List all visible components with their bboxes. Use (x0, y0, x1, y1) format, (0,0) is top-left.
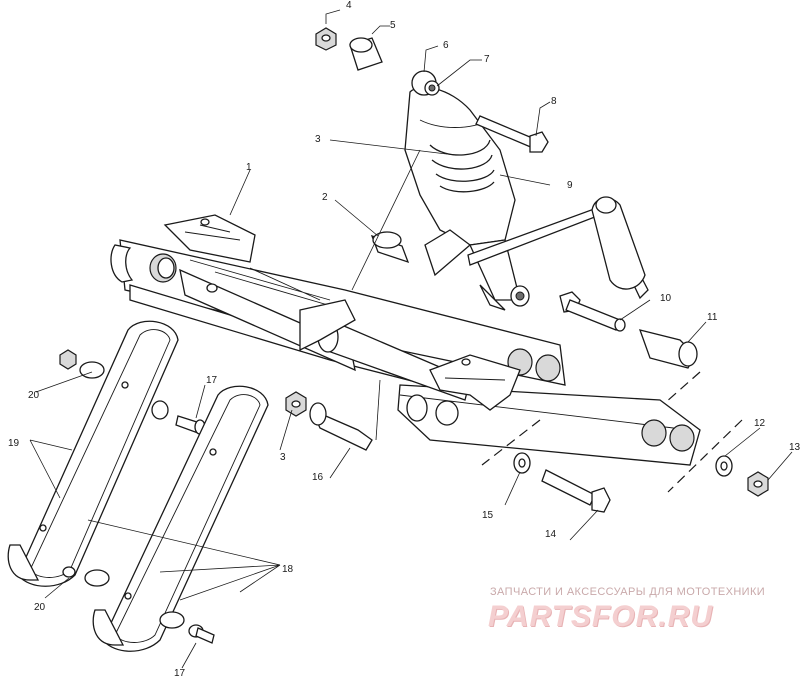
callout-20-top: 20 (28, 390, 40, 401)
upper-bracket (163, 214, 256, 263)
hardware-top (315, 27, 549, 264)
callout-16: 16 (312, 472, 324, 483)
callout-3-mid: 3 (280, 452, 286, 463)
cross-tube (299, 299, 471, 401)
callout-7: 7 (484, 54, 490, 65)
callout-11: 11 (707, 312, 718, 323)
hardware-right (513, 291, 769, 513)
shock-absorber (404, 70, 649, 311)
leader-lines (29, 9, 793, 669)
callout-17-top: 17 (206, 375, 218, 386)
assembly-dash-lines (481, 371, 743, 493)
callout-12: 12 (754, 418, 766, 429)
callout-15: 15 (482, 510, 494, 521)
watermark-caption: ЗАПЧАСТИ И АКСЕССУАРЫ ДЛЯ МОТОТЕХНИКИ (490, 586, 766, 598)
callout-8: 8 (551, 96, 557, 107)
callout-2: 2 (322, 192, 328, 203)
callout-18: 18 (282, 564, 294, 575)
callout-20-bottom: 20 (34, 602, 46, 613)
callout-3-top: 3 (315, 134, 321, 145)
callout-13: 13 (789, 442, 800, 453)
callout-5: 5 (390, 20, 396, 31)
hardware-middle (151, 391, 373, 451)
callout-17-bottom: 17 (174, 668, 186, 679)
callout-6: 6 (443, 40, 449, 51)
callout-labels: 4 5 6 7 8 3 9 2 10 11 20 17 19 3 16 15 1… (8, 0, 800, 679)
lower-bracket (429, 354, 521, 411)
watermark-logo: PARTSFOR.RU (488, 600, 713, 633)
callout-4: 4 (346, 0, 352, 11)
side-link-right (84, 385, 269, 652)
callout-1: 1 (246, 162, 252, 173)
side-link-left (7, 320, 179, 587)
callout-10: 10 (660, 293, 672, 304)
callout-14: 14 (545, 529, 557, 540)
callout-19: 19 (8, 438, 20, 449)
callout-9: 9 (567, 180, 573, 191)
